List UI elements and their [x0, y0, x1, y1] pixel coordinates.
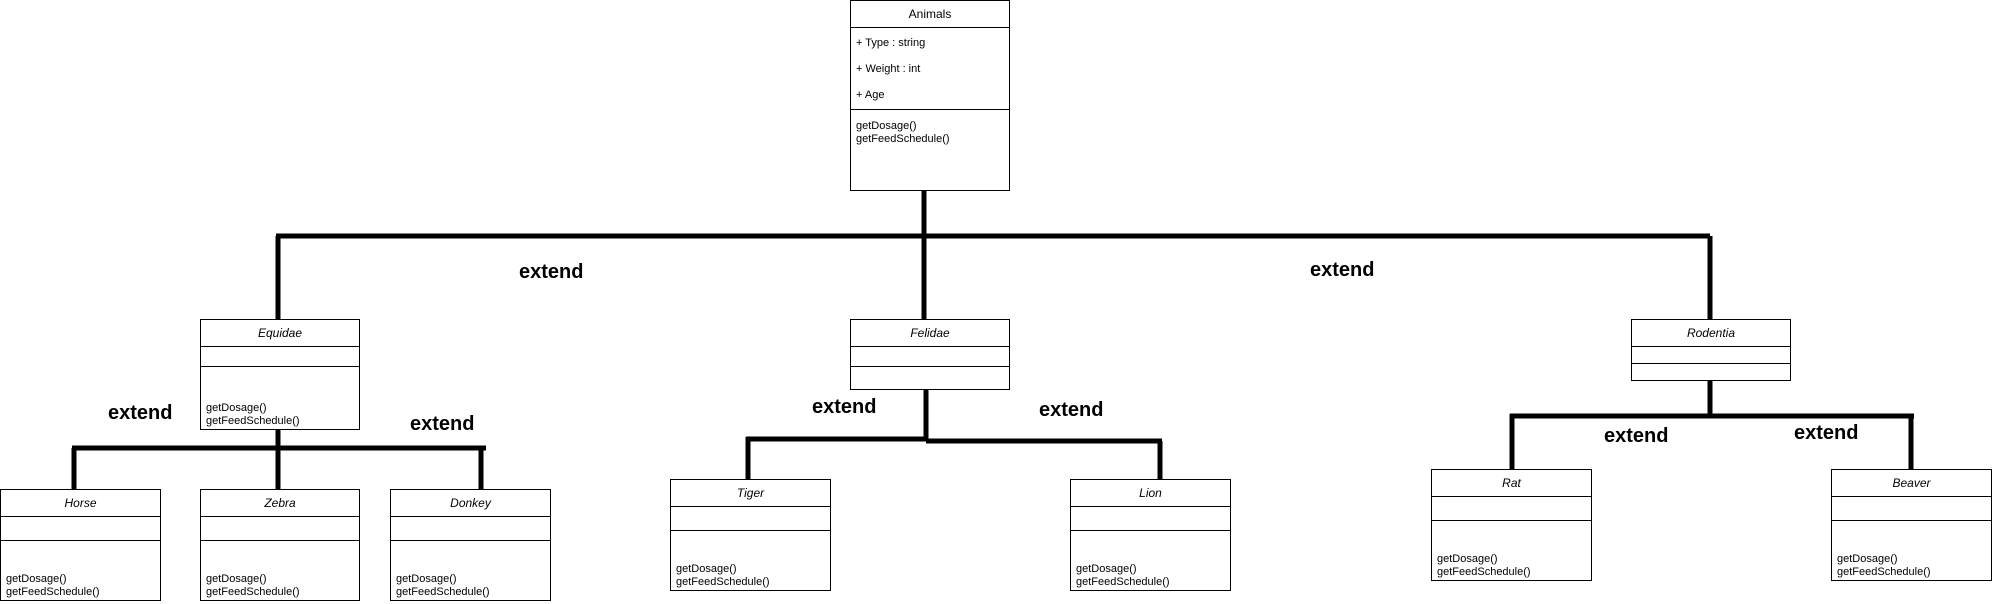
class-name: Animals — [851, 1, 1009, 28]
class-name: Lion — [1071, 480, 1230, 507]
operation-compartment: getDosage() getFeedSchedule() — [1, 541, 160, 600]
attribute-compartment — [201, 517, 359, 541]
class-equidae[interactable]: Equidae getDosage() getFeedSchedule() — [200, 319, 360, 430]
operation-get-dosage: getDosage() — [1837, 553, 1898, 565]
class-felidae[interactable]: Felidae — [850, 319, 1010, 390]
operation-compartment: getDosage() getFeedSchedule() — [1432, 521, 1591, 580]
attribute-compartment — [1432, 497, 1591, 521]
class-animals[interactable]: Animals + Type : string + Weight : int +… — [850, 0, 1010, 191]
operation-get-feed-schedule: getFeedSchedule() — [1437, 566, 1531, 578]
operation-compartment: getDosage() getFeedSchedule() — [1071, 531, 1230, 590]
class-zebra[interactable]: Zebra getDosage() getFeedSchedule() — [200, 489, 360, 601]
class-name: Beaver — [1832, 470, 1991, 497]
class-beaver[interactable]: Beaver getDosage() getFeedSchedule() — [1831, 469, 1992, 581]
extend-label-equidae-right: extend — [410, 413, 475, 435]
operation-get-dosage: getDosage() — [6, 573, 67, 585]
operation-get-feed-schedule: getFeedSchedule() — [1076, 576, 1170, 588]
attribute-compartment — [671, 507, 830, 531]
class-name: Donkey — [391, 490, 550, 517]
class-name: Felidae — [851, 320, 1009, 347]
operation-get-dosage: getDosage() — [1437, 553, 1498, 565]
attribute-compartment — [201, 347, 359, 367]
extend-label-rodentia-left: extend — [1604, 425, 1669, 447]
class-name: Equidae — [201, 320, 359, 347]
operation-compartment: getDosage() getFeedSchedule() — [671, 531, 830, 590]
class-tiger[interactable]: Tiger getDosage() getFeedSchedule() — [670, 479, 831, 591]
operation-get-feed-schedule: getFeedSchedule() — [206, 415, 300, 427]
class-name: Horse — [1, 490, 160, 517]
operation-compartment — [851, 367, 1009, 389]
class-name: Zebra — [201, 490, 359, 517]
attribute-age: + Age — [856, 89, 885, 101]
attribute-compartment — [1632, 347, 1790, 364]
operation-get-feed-schedule: getFeedSchedule() — [206, 586, 300, 598]
attribute-compartment — [1071, 507, 1230, 531]
operation-compartment: getDosage() getFeedSchedule() — [201, 367, 359, 429]
operation-get-dosage: getDosage() — [856, 120, 917, 132]
attribute-compartment — [1, 517, 160, 541]
operation-get-dosage: getDosage() — [676, 563, 737, 575]
operation-get-dosage: getDosage() — [1076, 563, 1137, 575]
attribute-type: + Type : string — [856, 37, 926, 49]
attribute-compartment — [1832, 497, 1991, 521]
operation-compartment — [1632, 364, 1790, 380]
operation-compartment: getDosage() getFeedSchedule() — [1832, 521, 1991, 580]
class-rat[interactable]: Rat getDosage() getFeedSchedule() — [1431, 469, 1592, 581]
operation-get-dosage: getDosage() — [396, 573, 457, 585]
class-donkey[interactable]: Donkey getDosage() getFeedSchedule() — [390, 489, 551, 601]
extend-label-felidae-right: extend — [1039, 399, 1104, 421]
operation-get-feed-schedule: getFeedSchedule() — [1837, 566, 1931, 578]
attribute-compartment — [851, 347, 1009, 367]
extend-label-equidae-left: extend — [108, 402, 173, 424]
extend-label-top-right: extend — [1310, 259, 1375, 281]
operation-compartment: getDosage() getFeedSchedule() — [391, 541, 550, 600]
class-rodentia[interactable]: Rodentia — [1631, 319, 1791, 381]
attribute-weight: + Weight : int — [856, 63, 921, 75]
attribute-compartment — [391, 517, 550, 541]
operation-get-feed-schedule: getFeedSchedule() — [856, 133, 950, 145]
operation-get-dosage: getDosage() — [206, 573, 267, 585]
class-name: Tiger — [671, 480, 830, 507]
attribute-compartment: + Type : string + Weight : int + Age — [851, 28, 1009, 110]
class-name: Rat — [1432, 470, 1591, 497]
operation-compartment: getDosage() getFeedSchedule() — [201, 541, 359, 600]
class-horse[interactable]: Horse getDosage() getFeedSchedule() — [0, 489, 161, 601]
operation-get-feed-schedule: getFeedSchedule() — [676, 576, 770, 588]
operation-get-feed-schedule: getFeedSchedule() — [396, 586, 490, 598]
class-lion[interactable]: Lion getDosage() getFeedSchedule() — [1070, 479, 1231, 591]
operation-compartment: getDosage() getFeedSchedule() — [851, 110, 1009, 190]
operation-get-dosage: getDosage() — [206, 402, 267, 414]
extend-label-top-left: extend — [519, 261, 584, 283]
extend-label-rodentia-right: extend — [1794, 422, 1859, 444]
operation-get-feed-schedule: getFeedSchedule() — [6, 586, 100, 598]
class-name: Rodentia — [1632, 320, 1790, 347]
extend-label-felidae-left: extend — [812, 396, 877, 418]
